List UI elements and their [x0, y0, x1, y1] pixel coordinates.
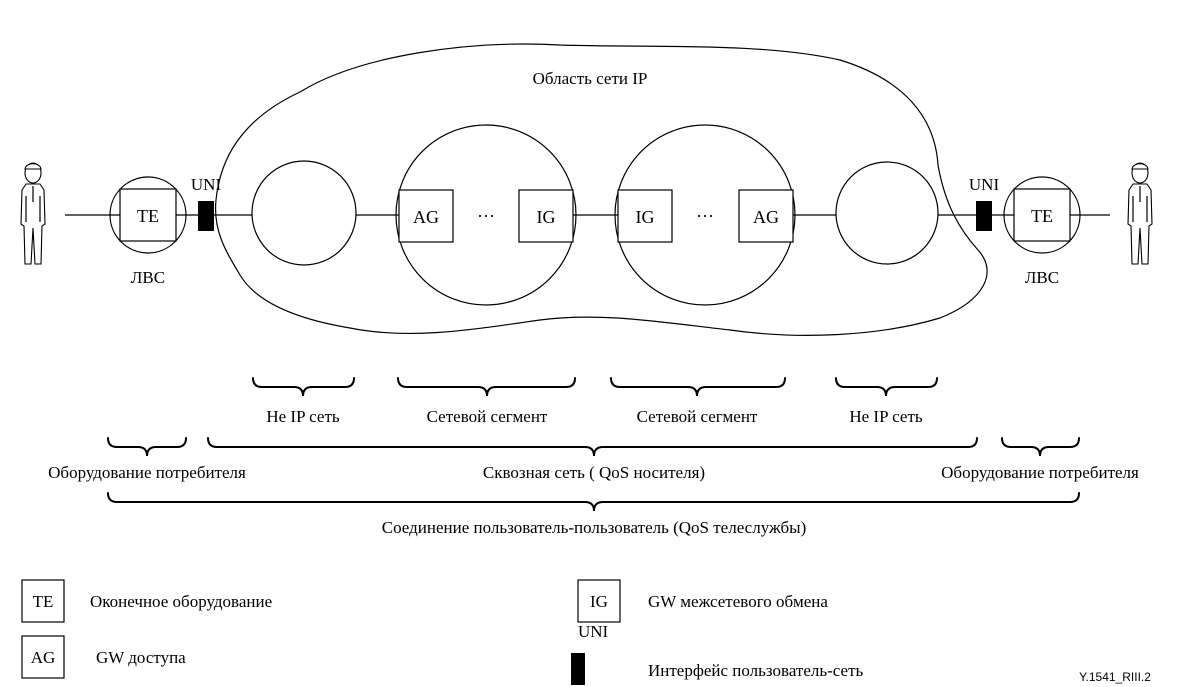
brace-segment-2 — [610, 377, 786, 397]
ip-area-label: Область сети IP — [533, 69, 648, 88]
legend-ag-symbol: AG — [31, 648, 56, 667]
brace-segment-1 — [397, 377, 576, 397]
brace-customer-right — [1001, 437, 1080, 457]
label-user-to-user: Соединение пользователь-пользователь (Qo… — [382, 518, 806, 537]
ig-label-2: IG — [636, 207, 655, 227]
non-ip-network-right — [835, 161, 939, 265]
brace-end-to-end — [207, 437, 978, 457]
lan-label-left: ЛВС — [131, 268, 165, 287]
ip-network-cloud — [214, 43, 988, 336]
legend-ag-text: GW доступа — [96, 648, 186, 667]
figure-id: Y.1541_RIII.2 — [1079, 670, 1151, 684]
ag-label-right: AG — [753, 207, 779, 227]
lan-label-right: ЛВС — [1025, 268, 1059, 287]
label-end-to-end: Сквозная сеть ( QoS носителя) — [483, 463, 705, 482]
legend-ag-box — [21, 635, 65, 679]
te-box-left — [119, 188, 177, 242]
brace-non-ip-right — [835, 377, 938, 397]
uni-label-right: UNI — [969, 175, 1000, 194]
legend-ig-text: GW межсетевого обмена — [648, 592, 828, 611]
legend-ig-symbol: IG — [590, 592, 608, 611]
te-label-left: TE — [137, 206, 159, 226]
legend-ig-box — [577, 579, 621, 623]
ag-label-left: AG — [413, 207, 439, 227]
lan-left: TE ЛВС — [109, 176, 187, 287]
legend-uni-symbol: UNI — [578, 622, 609, 641]
uni-marker-left — [198, 201, 214, 231]
label-customer-right: Оборудование потребителя — [941, 463, 1139, 482]
te-box-right — [1013, 188, 1071, 242]
lan-right: TE ЛВС — [1003, 176, 1081, 287]
ig-box-2 — [617, 189, 673, 243]
network-segment-2: IG ··· AG — [614, 124, 796, 306]
label-segment-1: Сетевой сегмент — [427, 407, 548, 426]
legend: TE Оконечное оборудование AG GW доступа … — [21, 579, 864, 685]
legend-uni-text: Интерфейс пользователь-сеть — [648, 661, 864, 680]
non-ip-network-left — [251, 160, 357, 266]
legend-te-text: Оконечное оборудование — [90, 592, 272, 611]
legend-uni-marker — [571, 653, 585, 685]
uni-marker-right — [976, 201, 992, 231]
legend-te-symbol: TE — [33, 592, 54, 611]
label-segment-2: Сетевой сегмент — [637, 407, 758, 426]
user-icon-left — [20, 162, 46, 265]
brace-user-to-user — [107, 492, 1080, 512]
label-non-ip-left: Не IP сеть — [266, 407, 340, 426]
brace-non-ip-left — [252, 377, 355, 397]
label-non-ip-right: Не IP сеть — [849, 407, 923, 426]
uni-label-left: UNI — [191, 175, 222, 194]
label-customer-left: Оборудование потребителя — [48, 463, 246, 482]
ellipsis-2: ··· — [696, 206, 714, 226]
ig-label-1: IG — [537, 207, 556, 227]
ag-box-right — [738, 189, 794, 243]
brace-customer-left — [107, 437, 187, 457]
user-icon-right — [1127, 162, 1153, 265]
legend-te-box — [21, 579, 65, 623]
ellipsis-1: ··· — [477, 206, 495, 226]
ig-box-1 — [518, 189, 574, 243]
network-segment-1: AG ··· IG — [395, 124, 577, 306]
ag-box-left — [398, 189, 454, 243]
te-label-right: TE — [1031, 206, 1053, 226]
